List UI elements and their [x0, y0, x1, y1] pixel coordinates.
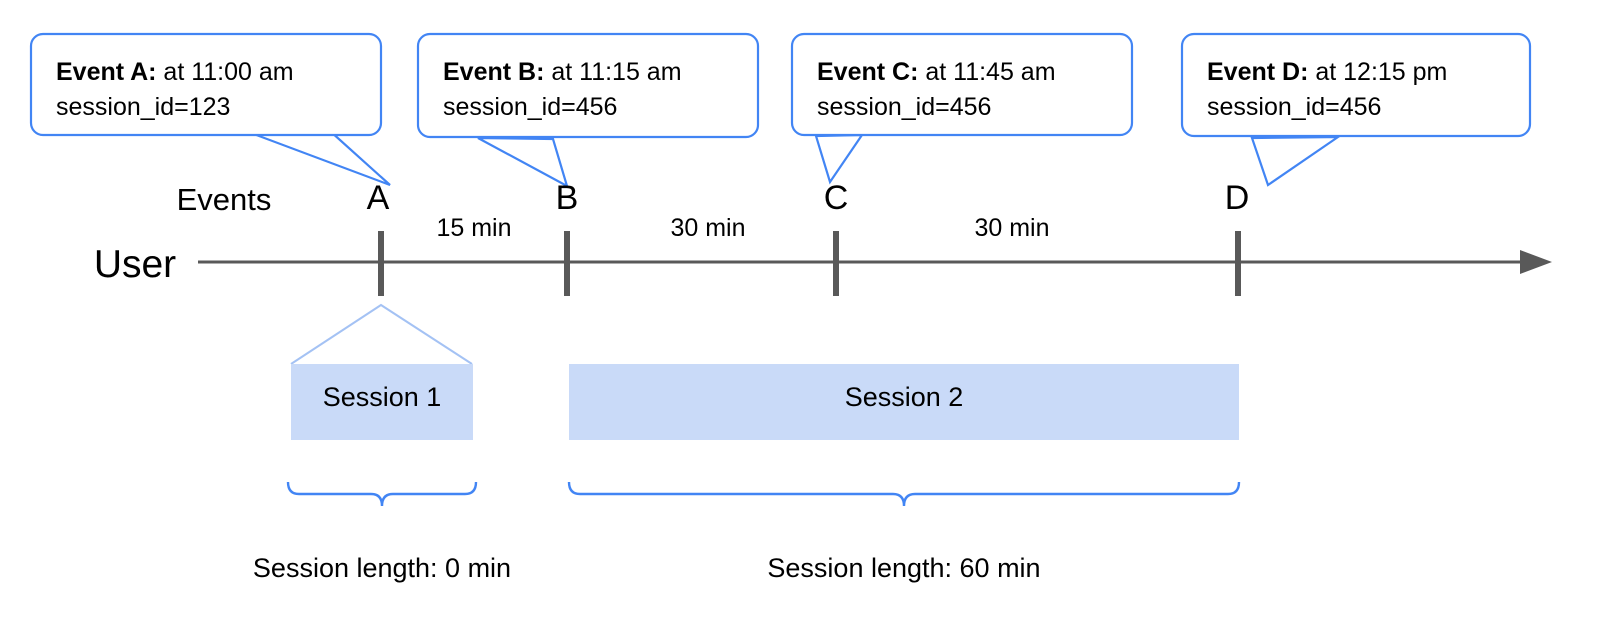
session-1-bar	[291, 364, 473, 440]
callout-event-c: Event C: at 11:45 am session_id=456	[790, 32, 1134, 185]
session-1-brace	[286, 481, 478, 507]
session-1-group: Session 1 Session length: 0 min	[253, 303, 511, 583]
session-1-label: Session 1	[323, 382, 442, 412]
callout-rest-c: at 11:45 am	[918, 58, 1055, 86]
callout-bold-a: Event A:	[56, 58, 156, 86]
event-letter-b: B	[556, 179, 579, 217]
callout-line2-d: session_id=456	[1207, 93, 1381, 121]
callout-rest-b: at 11:15 am	[544, 58, 681, 86]
session-2-group: Session 2 Session length: 60 min	[567, 364, 1241, 583]
lane-label-user: User	[94, 243, 176, 286]
gap-label-c-d: 30 min	[974, 214, 1049, 242]
callout-tail-a	[242, 128, 391, 187]
session-2-bar	[569, 364, 1239, 440]
event-letter-a: A	[367, 179, 390, 217]
callout-tail-c	[814, 133, 865, 185]
session-2-brace	[567, 481, 1241, 507]
callout-bold-c: Event C:	[817, 58, 918, 86]
callout-bold-d: Event D:	[1207, 58, 1308, 86]
callout-line2-a: session_id=123	[56, 93, 230, 121]
callout-line1-a: Event A: at 11:00 am	[56, 58, 294, 86]
callout-tail-b	[477, 136, 569, 189]
callout-line1-c: Event C: at 11:45 am	[817, 58, 1056, 86]
gap-label-b-c: 30 min	[670, 214, 745, 242]
callout-event-a: Event A: at 11:00 am session_id=123	[29, 32, 391, 187]
session-1-length-label: Session length: 0 min	[253, 553, 511, 583]
session-1-funnel	[290, 303, 473, 365]
callout-line1-d: Event D: at 12:15 pm	[1207, 58, 1447, 86]
callout-box-b	[416, 32, 760, 139]
callout-rest-d: at 12:15 pm	[1308, 58, 1447, 86]
timeline-axis	[198, 250, 1552, 274]
lane-label-events: Events	[177, 182, 272, 217]
callout-box-a	[29, 32, 383, 137]
callout-bold-b: Event B:	[443, 58, 544, 86]
event-letter-d: D	[1225, 179, 1250, 217]
callout-event-d: Event D: at 12:15 pm session_id=456	[1180, 32, 1532, 187]
session-2-label: Session 2	[845, 382, 964, 412]
callout-line2-c: session_id=456	[817, 93, 991, 121]
callout-rest-a: at 11:00 am	[156, 58, 293, 86]
callout-event-b: Event B: at 11:15 am session_id=456	[416, 32, 760, 189]
gap-label-a-b: 15 min	[436, 214, 511, 242]
callout-box-d	[1180, 32, 1532, 138]
callout-line1-b: Event B: at 11:15 am	[443, 58, 682, 86]
session-2-length-label: Session length: 60 min	[767, 553, 1040, 583]
callout-box-c	[790, 32, 1134, 137]
event-letter-c: C	[824, 179, 849, 217]
axis-arrowhead	[1520, 250, 1552, 274]
callout-tail-d	[1250, 135, 1342, 187]
callout-line2-b: session_id=456	[443, 93, 617, 121]
